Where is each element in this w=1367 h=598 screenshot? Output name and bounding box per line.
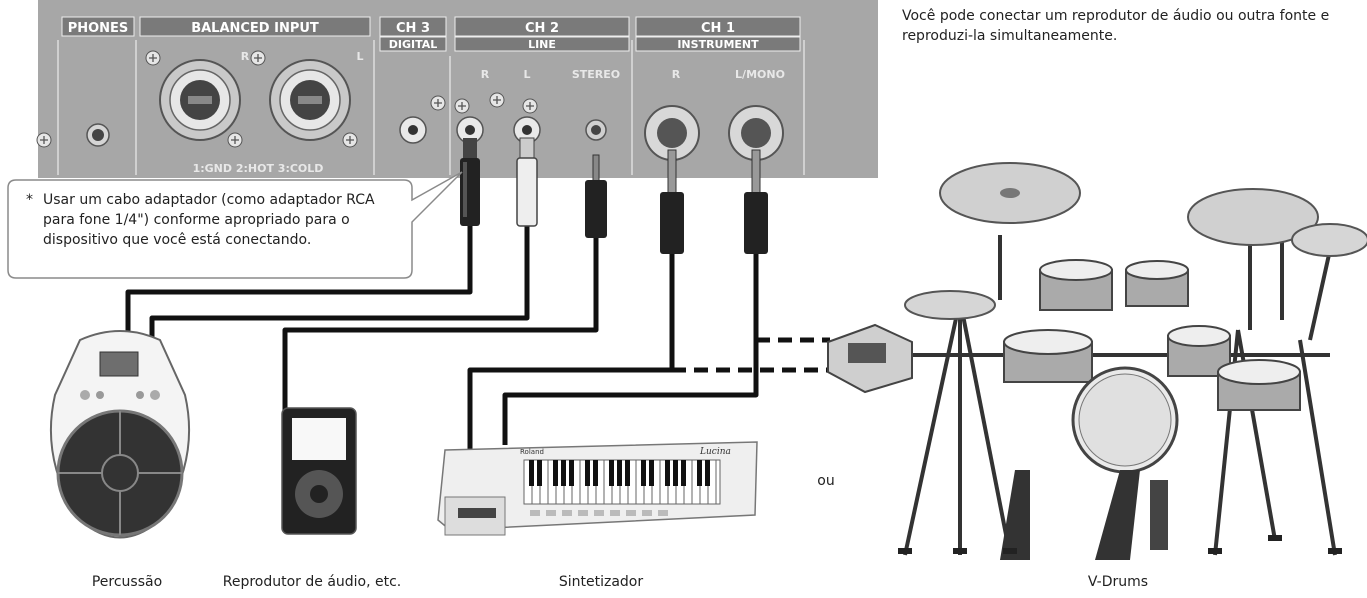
ch2-stereo-label: STEREO — [572, 68, 620, 81]
ch2-sub-label: LINE — [528, 38, 556, 51]
balanced-l-label: L — [356, 50, 363, 63]
cables — [125, 225, 759, 450]
note-marker: * — [26, 192, 33, 208]
ch1-r-label: R — [672, 68, 681, 81]
ch3-label: CH 3 — [396, 21, 430, 36]
balanced-input-label: BALANCED INPUT — [191, 21, 319, 36]
xlr-combo-l — [269, 59, 351, 141]
rear-panel: PHONES BALANCED INPUT CH 3 DIGITAL CH 2 … — [36, 0, 878, 178]
plugs — [460, 137, 768, 254]
drum-module — [827, 323, 913, 394]
audio-player-label: Reprodutor de áudio, etc. — [223, 574, 402, 590]
percussion-label: Percussão — [92, 574, 162, 590]
synthesizer-device: Roland Lucina — [437, 441, 758, 536]
ch2-l-label: L — [523, 68, 530, 81]
pin-legend: 1:GND 2:HOT 3:COLD — [193, 162, 324, 175]
dashed-cables — [672, 337, 840, 373]
ch2-r-label: R — [481, 68, 490, 81]
synth-brand: Roland — [520, 448, 544, 456]
ch3-sub-label: DIGITAL — [389, 38, 438, 51]
synth-label: Sintetizador — [559, 574, 644, 590]
description-text: Você pode conectar um reprodutor de áudi… — [902, 8, 1330, 44]
ch1-label: CH 1 — [701, 21, 735, 36]
note-text: Usar um cabo adaptador (como adaptador R… — [43, 192, 375, 248]
adapter-callout — [7, 171, 463, 279]
ch2-label: CH 2 — [525, 21, 559, 36]
v-drums-device — [827, 162, 1367, 560]
vdrums-label: V-Drums — [1088, 574, 1148, 590]
adapter-note: * Usar um cabo adaptador (como adaptador… — [26, 190, 406, 250]
synth-model: Lucina — [699, 447, 731, 457]
xlr-combo-r — [159, 59, 241, 141]
phones-label: PHONES — [68, 21, 129, 36]
ch1-lmono-label: L/MONO — [735, 68, 785, 81]
or-label: ou — [817, 473, 834, 489]
percussion-pad-device — [49, 330, 191, 539]
ch1-sub-label: INSTRUMENT — [677, 38, 759, 51]
audio-player-device — [281, 407, 357, 535]
balanced-r-label: R — [241, 50, 250, 63]
